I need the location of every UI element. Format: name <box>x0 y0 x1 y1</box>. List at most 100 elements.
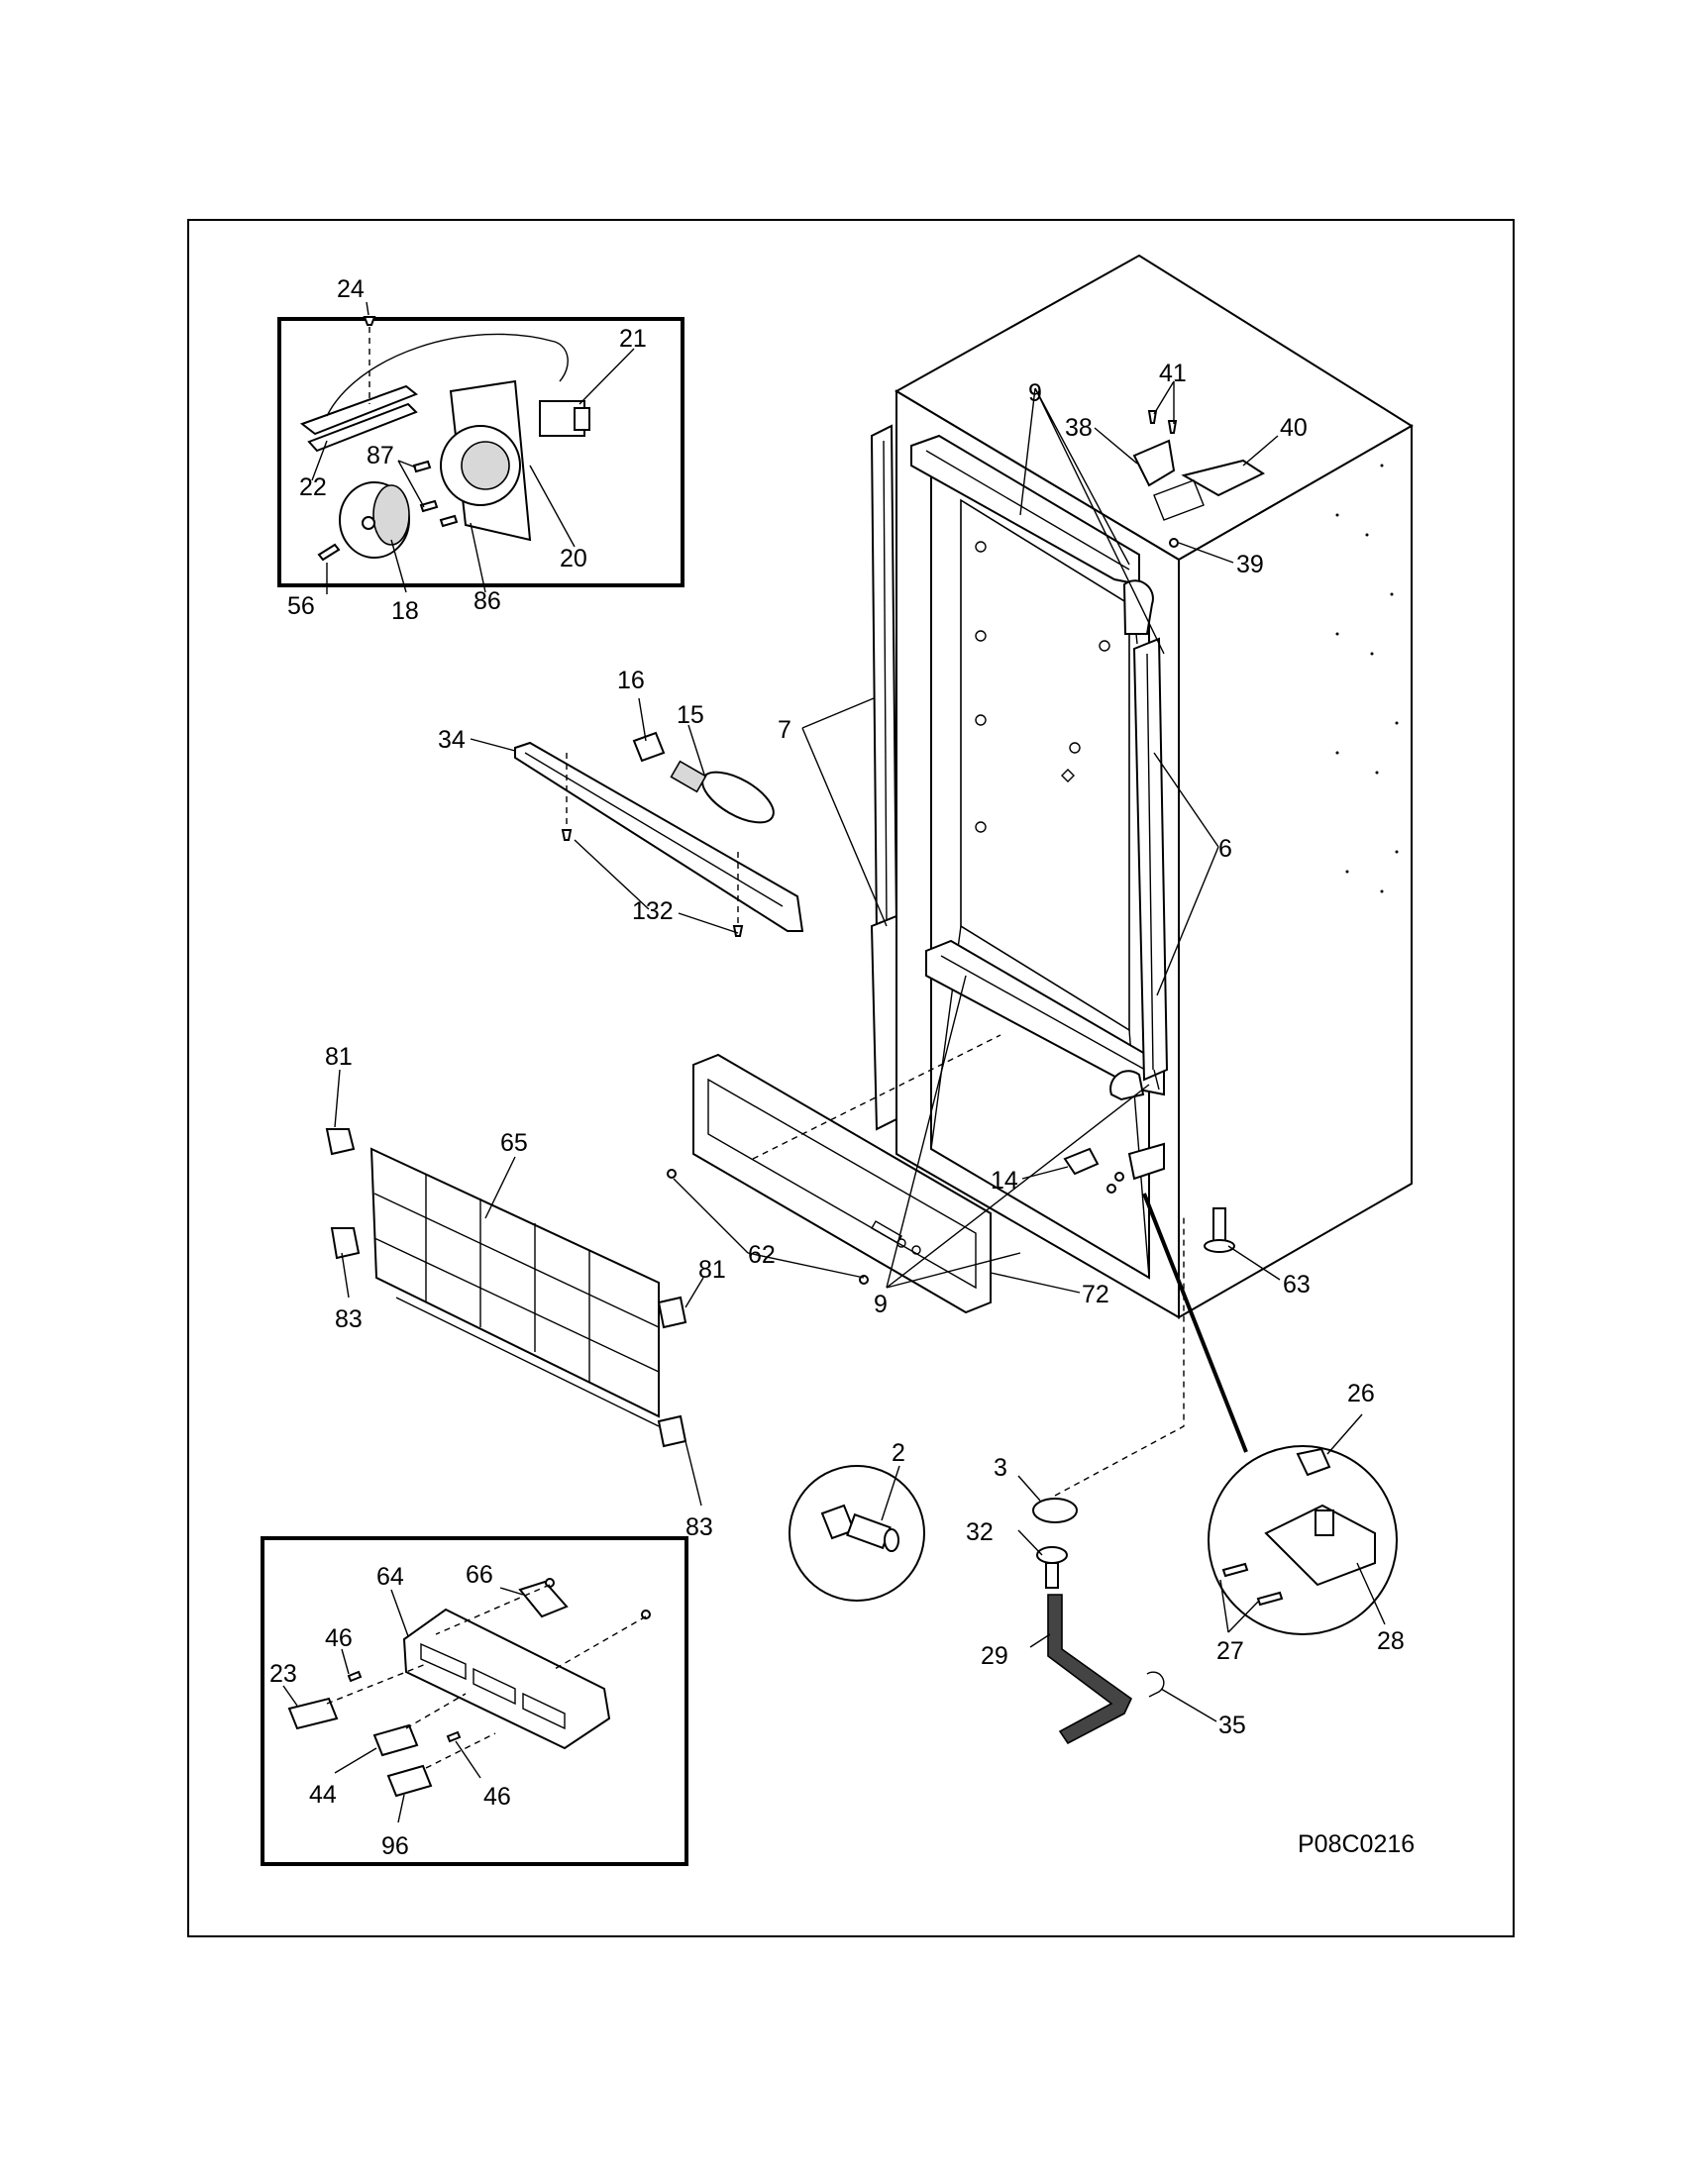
screw-56 <box>317 543 341 562</box>
callout-46-top: 46 <box>325 1624 353 1652</box>
callout-22: 22 <box>299 473 327 501</box>
callout-18: 18 <box>391 597 419 625</box>
screw-132a <box>561 829 573 841</box>
side-dots <box>1335 464 1399 893</box>
callout-6: 6 <box>1218 835 1232 863</box>
cabinet-side <box>1178 424 1413 1319</box>
control-inset <box>261 1536 688 1866</box>
callout-132: 132 <box>632 897 674 925</box>
callout-72: 72 <box>1082 1281 1109 1308</box>
basket-assembly <box>325 1128 687 1448</box>
hinge-cover-40 <box>1181 459 1266 497</box>
callout-24: 24 <box>337 275 365 303</box>
screw-86 <box>439 514 459 528</box>
callout-87: 87 <box>367 442 394 469</box>
callout-63: 63 <box>1283 1271 1311 1299</box>
fan-motor-inset <box>277 316 684 587</box>
switch-96 <box>386 1764 433 1798</box>
clamp-35 <box>1146 1671 1165 1698</box>
socket-16 <box>632 731 666 763</box>
callout-39: 39 <box>1236 551 1264 578</box>
callout-23: 23 <box>269 1660 297 1688</box>
callout-7: 7 <box>778 716 791 744</box>
nut-26 <box>1296 1447 1331 1477</box>
control-housing-64 <box>402 1608 611 1750</box>
callout-62: 62 <box>748 1241 776 1269</box>
screw-132b <box>732 925 744 937</box>
grille-72 <box>692 1053 992 1314</box>
leader-lines <box>282 301 1386 1823</box>
fan-motor-inset-box <box>277 317 684 587</box>
callout-26: 26 <box>1347 1380 1375 1407</box>
callout-9-top: 9 <box>1028 379 1042 407</box>
hinge-bracket-28 <box>1264 1504 1376 1587</box>
hinge-detail <box>1142 1193 1398 1635</box>
screw-46a <box>347 1670 363 1683</box>
callout-65: 65 <box>500 1129 528 1157</box>
light-assembly <box>514 731 804 937</box>
drain-assembly <box>1032 1213 1185 1745</box>
screw-hinge-b <box>1106 1184 1116 1194</box>
drain-heater-22 <box>299 384 418 436</box>
detail-circle-2 <box>789 1465 925 1602</box>
hinge-pin-14 <box>1063 1147 1100 1176</box>
plug-3 <box>1032 1498 1078 1523</box>
screw-27a <box>1221 1562 1249 1578</box>
drain-tube-29 <box>1047 1594 1133 1745</box>
callout-81-right: 81 <box>698 1256 726 1284</box>
callout-46-bottom: 46 <box>483 1783 511 1811</box>
switch-23 <box>287 1697 339 1730</box>
screw-39 <box>1169 538 1179 548</box>
stile-left-lower <box>870 914 897 1131</box>
clip-83a <box>330 1227 361 1260</box>
callout-32: 32 <box>966 1518 994 1546</box>
callout-28: 28 <box>1377 1627 1405 1655</box>
callout-20: 20 <box>560 545 587 572</box>
callout-2: 2 <box>892 1439 905 1467</box>
callout-96: 96 <box>381 1832 409 1860</box>
callout-81-top: 81 <box>325 1043 353 1071</box>
callout-38: 38 <box>1065 414 1093 442</box>
screw-87b <box>419 499 439 513</box>
switch-44 <box>372 1723 419 1757</box>
callout-labels: 24 21 87 22 20 56 18 86 16 15 34 132 9 4… <box>269 275 1415 1860</box>
screw-41b <box>1167 420 1178 434</box>
callout-15: 15 <box>677 701 704 729</box>
basket-65 <box>369 1147 660 1418</box>
clip-81a <box>325 1128 356 1156</box>
callout-16: 16 <box>617 667 645 694</box>
drawing-frame <box>187 219 1515 1937</box>
base-grille <box>667 1034 1001 1314</box>
callout-86: 86 <box>474 587 501 615</box>
screw-62a <box>667 1169 677 1179</box>
screw-46b <box>446 1730 462 1743</box>
clip-81b <box>657 1296 687 1329</box>
callout-44: 44 <box>309 1781 337 1809</box>
callout-9-bottom: 9 <box>874 1291 888 1318</box>
callout-83-bottom: 83 <box>685 1513 713 1541</box>
detail-circle-hinge <box>1208 1445 1398 1635</box>
leveling-leg-63 <box>1212 1207 1226 1244</box>
bulb-15 <box>701 771 775 824</box>
drain-fitting-detail <box>789 1465 925 1602</box>
callout-41: 41 <box>1159 360 1187 387</box>
callout-27: 27 <box>1216 1637 1244 1665</box>
cabinet <box>870 254 1414 1319</box>
drawing-code: P08C0216 <box>1298 1830 1415 1858</box>
clip-83b <box>657 1414 687 1448</box>
callout-3: 3 <box>994 1454 1007 1482</box>
callout-56: 56 <box>287 592 315 620</box>
screw-24 <box>363 316 376 326</box>
screw-hinge-a <box>1114 1172 1124 1182</box>
bottom-hinge <box>1127 1142 1165 1181</box>
callout-83-left: 83 <box>335 1305 363 1333</box>
breaker-bottom-9 <box>925 939 1165 1096</box>
callout-29: 29 <box>981 1642 1008 1670</box>
screw-87a <box>412 460 432 473</box>
callout-21: 21 <box>619 325 647 353</box>
callout-40: 40 <box>1280 414 1308 442</box>
top-hinge-38 <box>1132 439 1176 487</box>
callout-66: 66 <box>466 1561 493 1589</box>
